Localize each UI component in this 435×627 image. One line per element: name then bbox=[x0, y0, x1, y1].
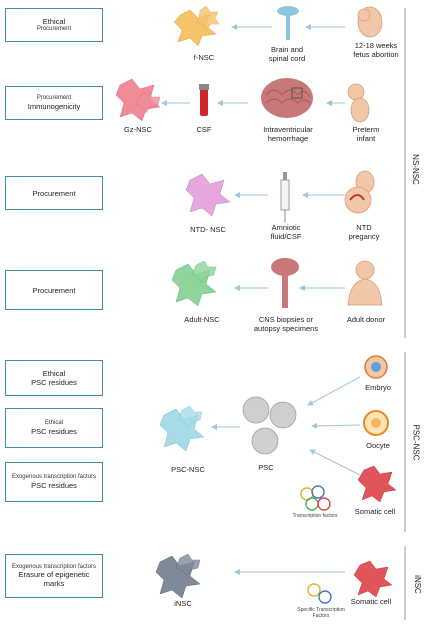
box-text: Procurement bbox=[36, 26, 72, 33]
box-procurement-4: Procurement bbox=[5, 270, 103, 310]
spinal-cord-icon bbox=[277, 6, 299, 40]
label-gz-nsc: Gz-NSC bbox=[124, 125, 152, 134]
label-embryo: Embryo bbox=[365, 383, 391, 392]
label-csf: CSF bbox=[196, 125, 212, 134]
label-adult-donor: Adult donor bbox=[346, 315, 386, 324]
box-procurement-immunogenicity: Procurement Immunogenicity bbox=[5, 86, 103, 120]
box-text: Immunogenicity bbox=[27, 101, 81, 111]
label-biopsy: CNS biopsies or autopsy specimens bbox=[253, 315, 319, 333]
label-ivh: Intraventricular hemorrhage bbox=[263, 125, 313, 143]
box-text: PSC residues bbox=[31, 378, 77, 387]
label-adult-nsc: Adult-NSC bbox=[184, 315, 220, 324]
section-ns-nsc: NS-NSC bbox=[410, 154, 420, 185]
pregnancy-icon bbox=[344, 170, 375, 214]
label-preterm: Preterm infant bbox=[352, 125, 380, 143]
label-brain-cord: Brain and spinal cord bbox=[268, 45, 306, 63]
label-somatic-2: Somatic cell bbox=[350, 597, 392, 606]
adult-nsc-cells-icon bbox=[171, 260, 217, 307]
psc-nsc-cells-icon bbox=[159, 405, 205, 452]
box-text: PSC residues bbox=[31, 426, 77, 436]
label-psc: PSC bbox=[258, 463, 274, 472]
transcription-factors-1-icon bbox=[300, 485, 331, 511]
box-procurement-3: Procurement bbox=[5, 176, 103, 210]
box-text: Exogenous transcription factors bbox=[11, 563, 97, 570]
ntd-nsc-cells-icon bbox=[185, 173, 231, 217]
box-tf-epigenetic: Exogenous transcription factors Erasure … bbox=[5, 554, 103, 598]
box-text: Exogenous transcription factors bbox=[11, 474, 97, 481]
ivh-brain-icon bbox=[261, 78, 313, 118]
box-ethical-psc-residues-1: Ethical PSC residues bbox=[5, 360, 103, 396]
label-insc: iNSC bbox=[174, 599, 192, 608]
gz-nsc-cells-icon bbox=[115, 78, 161, 122]
label-somatic-1: Somatic cell bbox=[354, 507, 396, 516]
box-text: Ethical bbox=[42, 17, 66, 27]
label-psc-nsc: PSC-NSC bbox=[171, 465, 205, 474]
box-text: Procurement bbox=[36, 95, 72, 102]
box-text: Ethical bbox=[42, 369, 66, 378]
box-tf-psc-residues: Exogenous transcription factors PSC resi… bbox=[5, 462, 103, 502]
csf-tube-icon bbox=[199, 84, 209, 116]
somatic-cell-2-icon bbox=[353, 560, 393, 598]
box-text: Ethical bbox=[44, 420, 63, 427]
section-psc-nsc: PSC-NSC bbox=[411, 424, 421, 461]
box-text: Erasure of epigenetic marks bbox=[18, 570, 90, 589]
f-nsc-cells-icon bbox=[173, 5, 220, 47]
box-text: Procurement bbox=[32, 188, 76, 198]
somatic-cell-1-icon bbox=[357, 465, 397, 503]
syringe-icon bbox=[280, 172, 290, 222]
box-ethical-psc-residues-2: Ethical PSC residues bbox=[5, 408, 103, 448]
label-factors-1: Transcription factors bbox=[292, 513, 338, 519]
box-text: Procurement bbox=[32, 285, 76, 295]
label-amniotic: Amniotic fluid/CSF bbox=[270, 223, 302, 241]
label-factors-2: Specific Transcription Factors bbox=[297, 607, 345, 619]
embryo-icon bbox=[364, 355, 388, 379]
label-ntd-nsc: NTD- NSC bbox=[190, 225, 226, 234]
label-ntd-pregnancy: NTD pregancy bbox=[348, 223, 380, 241]
label-oocyte: Oocyte bbox=[366, 441, 390, 450]
infant-icon bbox=[347, 83, 370, 123]
fetus-icon bbox=[357, 6, 383, 38]
section-insc: iNSC bbox=[412, 575, 422, 594]
psc-cluster-icon bbox=[242, 396, 297, 455]
transcription-factors-2-icon bbox=[307, 583, 332, 604]
label-fetus: 12-18 weeks fetus abortion bbox=[353, 41, 399, 59]
oocyte-icon bbox=[363, 410, 389, 436]
label-f-nsc: f-NSC bbox=[193, 53, 215, 62]
insc-cells-icon bbox=[155, 553, 201, 599]
cns-icon bbox=[271, 258, 299, 308]
box-ethical-procurement: Ethical Procurement bbox=[5, 8, 103, 42]
adult-donor-icon bbox=[347, 260, 383, 306]
box-text: PSC residues bbox=[31, 480, 77, 490]
